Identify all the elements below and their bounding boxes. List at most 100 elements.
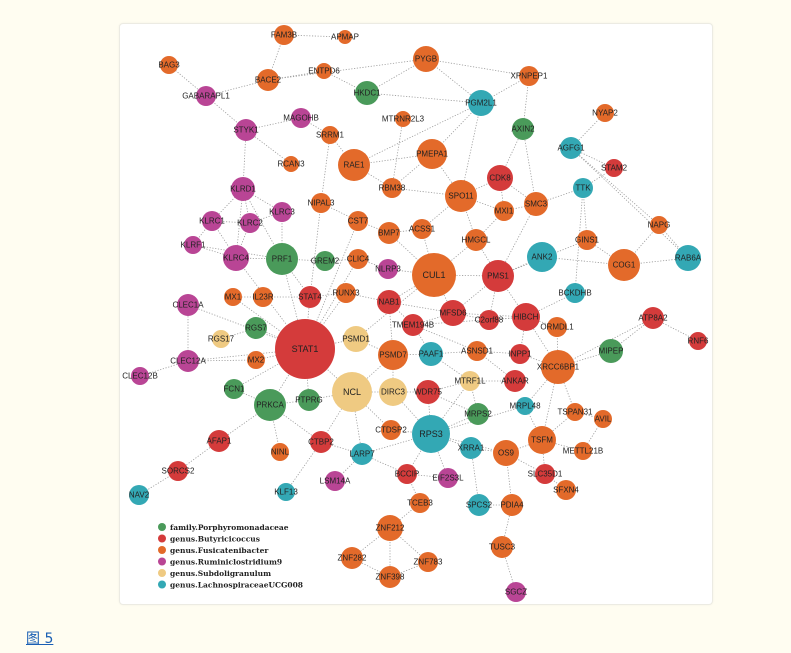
node-klrc2[interactable]: KLRC2	[237, 213, 263, 233]
node-fam3b[interactable]: FAM3B	[271, 25, 297, 45]
node-os9[interactable]: OS9	[493, 440, 519, 466]
node-klf13[interactable]: KLF13	[274, 483, 298, 501]
node-prkca[interactable]: PRKCA	[254, 389, 286, 421]
node-znf783[interactable]: ZNF783	[414, 552, 443, 572]
node-sfxn4[interactable]: SFXN4	[553, 480, 579, 500]
node-nipal3[interactable]: NIPAL3	[308, 193, 336, 213]
node-klrc3[interactable]: KLRC3	[269, 202, 295, 222]
node-cdk8[interactable]: CDK8	[487, 165, 513, 191]
node-clec12b[interactable]: CLEC12B	[122, 367, 158, 385]
node-znf212[interactable]: ZNF212	[376, 515, 405, 541]
node-znf282[interactable]: ZNF282	[338, 547, 367, 569]
node-ptprg[interactable]: PTPRG	[295, 389, 323, 411]
node-slc35d1[interactable]: SLC35D1	[528, 464, 563, 484]
node-ctbp2[interactable]: CTBP2	[308, 431, 334, 453]
node-xrra1[interactable]: XRRA1	[458, 437, 485, 459]
node-ninl[interactable]: NINL	[271, 443, 290, 461]
node-grem2[interactable]: GREM2	[311, 251, 340, 271]
node-nlrp3[interactable]: NLRP3	[375, 259, 401, 279]
node-rae1[interactable]: RAE1	[338, 149, 370, 181]
node-hibch[interactable]: HIBCH	[512, 303, 540, 331]
node-dirc3[interactable]: DIRC3	[379, 378, 407, 406]
node-bccip[interactable]: BCCIP	[395, 464, 419, 484]
node-mx2[interactable]: MX2	[247, 351, 265, 369]
node-ctdsp2[interactable]: CTDSP2	[375, 420, 407, 440]
node-wdr75[interactable]: WDR75	[414, 380, 443, 404]
node-styk1[interactable]: STYK1	[233, 119, 259, 141]
node-atp8a2[interactable]: ATP8A2	[638, 307, 668, 329]
node-runx3[interactable]: RUNX3	[332, 283, 360, 303]
node-rgs17[interactable]: RGS17	[208, 330, 235, 348]
node-gabarapl1[interactable]: GABARAPL1	[182, 86, 230, 106]
node-pygb[interactable]: PYGB	[413, 46, 439, 72]
node-il23r[interactable]: IL23R	[252, 287, 274, 307]
node-tceb3[interactable]: TCEB3	[407, 493, 433, 513]
node-smc3[interactable]: SMC3	[524, 192, 548, 216]
node-apmap[interactable]: APMAP	[331, 30, 359, 44]
node-afap1[interactable]: AFAP1	[207, 430, 232, 452]
node-larp7[interactable]: LARP7	[349, 443, 375, 465]
node-mfsd6[interactable]: MFSD6	[439, 300, 467, 326]
node-ncl[interactable]: NCL	[332, 372, 372, 412]
node-ormdl1[interactable]: ORMDL1	[540, 317, 574, 337]
node-c2orf88[interactable]: C2orf88	[475, 310, 504, 330]
node-klrd1[interactable]: KLRD1	[230, 177, 256, 201]
node-bmp7[interactable]: BMP7	[378, 222, 400, 244]
node-xrcc6bp1[interactable]: XRCC6BP1	[537, 350, 580, 384]
node-pdia4[interactable]: PDIA4	[500, 494, 524, 516]
node-srrm1[interactable]: SRRM1	[316, 126, 345, 144]
node-tmem194b[interactable]: TMEM194B	[392, 314, 434, 336]
node-pms1[interactable]: PMS1	[482, 260, 514, 292]
node-tusc3[interactable]: TUSC3	[489, 536, 516, 558]
node-mxi1[interactable]: MXI1	[494, 201, 514, 221]
node-pmepa1[interactable]: PMEPA1	[416, 139, 448, 169]
node-nab1[interactable]: NAB1	[377, 290, 401, 314]
node-entpd6[interactable]: ENTPD6	[308, 63, 340, 79]
node-bace2[interactable]: BACE2	[255, 69, 282, 91]
node-bag3[interactable]: BAG3	[158, 56, 180, 74]
node-prf1[interactable]: PRF1	[266, 243, 298, 275]
node-rgs7[interactable]: RGS7	[245, 317, 267, 339]
node-magohb[interactable]: MAGOHB	[283, 108, 319, 128]
node-spo11[interactable]: SPO11	[445, 180, 477, 212]
node-stat4[interactable]: STAT4	[298, 286, 322, 308]
node-rps3[interactable]: RPS3	[412, 415, 450, 453]
node-hmgcl[interactable]: HMGCL	[462, 229, 491, 251]
node-asnsd1[interactable]: ASNSD1	[461, 341, 494, 361]
node-pgm2l1[interactable]: PGM2L1	[465, 90, 497, 116]
node-gins1[interactable]: GINS1	[575, 230, 600, 250]
node-tspan31[interactable]: TSPAN31	[558, 403, 594, 421]
node-axin2[interactable]: AXIN2	[511, 118, 535, 140]
node-mettl21b[interactable]: METTL21B	[563, 442, 603, 460]
node-hkdc1[interactable]: HKDC1	[353, 81, 381, 105]
node-bckdhb[interactable]: BCKDHB	[558, 283, 592, 303]
node-acss1[interactable]: ACSS1	[409, 219, 436, 239]
node-mtrf1l[interactable]: MTRF1L	[454, 371, 486, 391]
node-napg[interactable]: NAPG	[648, 216, 671, 234]
node-psmd1[interactable]: PSMD1	[342, 326, 370, 352]
node-inpp1[interactable]: INPP1	[508, 344, 532, 364]
node-klrc4[interactable]: KLRC4	[223, 245, 249, 271]
node-clec1a[interactable]: CLEC1A	[172, 294, 204, 316]
node-ank2[interactable]: ANK2	[527, 242, 557, 272]
node-mrps2[interactable]: MRPS2	[464, 403, 492, 425]
node-stam2[interactable]: STAM2	[601, 159, 628, 177]
node-fcn1[interactable]: FCN1	[224, 379, 245, 399]
node-lsm14a[interactable]: LSM14A	[320, 471, 351, 491]
node-klrf1[interactable]: KLRF1	[181, 236, 206, 254]
node-klrc1[interactable]: KLRC1	[199, 211, 225, 231]
figure-caption-link[interactable]: 图 5	[26, 631, 54, 647]
node-rnf6[interactable]: RNF6	[688, 332, 709, 350]
node-mipep[interactable]: MIPEP	[599, 339, 624, 363]
node-rbm38[interactable]: RBM38	[379, 178, 406, 198]
node-stat1[interactable]: STAT1	[275, 319, 335, 379]
node-ankar[interactable]: ANKAR	[501, 370, 529, 392]
node-paaf1[interactable]: PAAF1	[419, 342, 444, 366]
node-avil[interactable]: AVIL	[594, 410, 612, 428]
node-xpnpep1[interactable]: XPNPEP1	[511, 66, 548, 86]
node-mtrnr2l3[interactable]: MTRNR2L3	[382, 111, 425, 127]
node-eif2s3l[interactable]: EIF2S3L	[432, 468, 464, 488]
node-rcan3[interactable]: RCAN3	[277, 156, 305, 172]
node-mrpl48[interactable]: MRPL48	[509, 397, 541, 415]
node-tsfm[interactable]: TSFM	[528, 426, 556, 454]
